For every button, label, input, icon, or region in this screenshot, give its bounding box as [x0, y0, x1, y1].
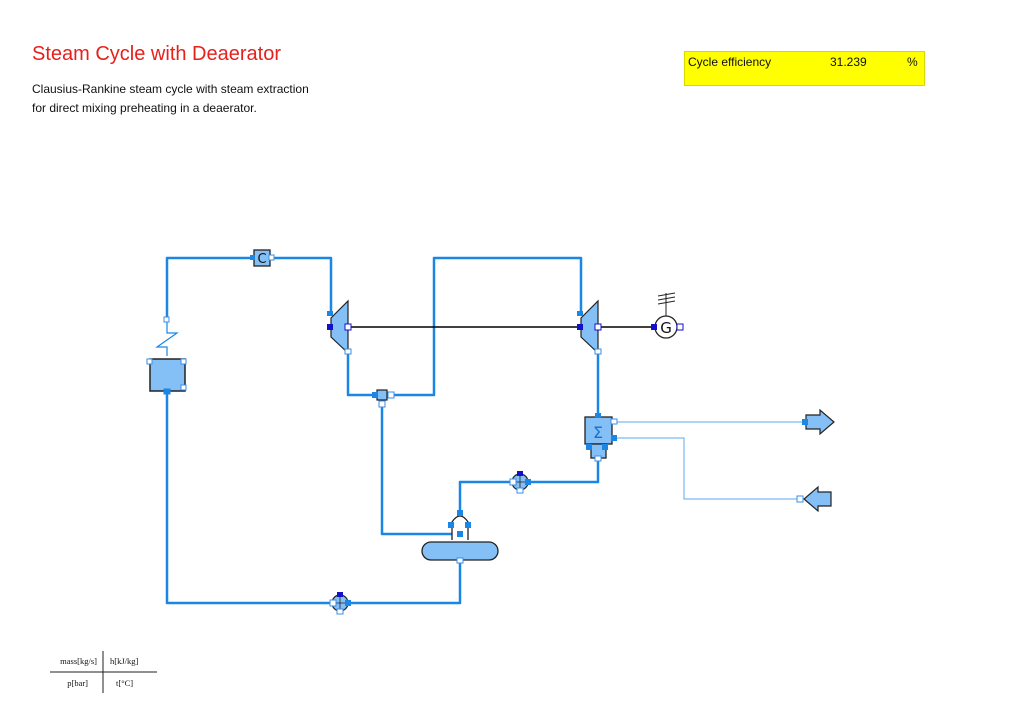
controller[interactable]: C	[250, 249, 275, 267]
legend-mass: mass[kg/s]	[60, 656, 97, 666]
cycle-efficiency-unit: %	[907, 55, 918, 69]
pipe-hp-exhaust[interactable]	[346, 352, 376, 397]
pipe-extraction[interactable]	[380, 405, 459, 536]
feed-pump[interactable]	[329, 592, 351, 615]
arrow-left-icon	[803, 485, 832, 513]
lp-turbine[interactable]	[577, 299, 602, 355]
cycle-efficiency-label: Cycle efficiency	[688, 55, 772, 69]
pipe-feedwater-2[interactable]	[165, 391, 332, 605]
legend-temperature: t[°C]	[116, 678, 133, 688]
cooling-water-lines	[614, 421, 806, 500]
pipe-cooling-in[interactable]	[614, 437, 802, 500]
deaerator[interactable]	[421, 510, 499, 564]
page-title: Steam Cycle with Deaerator	[32, 43, 281, 65]
page-description: Clausius-Rankine steam cycle with steam …	[32, 80, 309, 118]
boiler[interactable]	[146, 316, 187, 395]
controller-label: C	[257, 252, 266, 267]
legend: mass[kg/s] h[kJ/kg] p[bar] t[°C]	[50, 651, 157, 693]
pipe-condensate[interactable]	[528, 456, 600, 484]
cycle-efficiency-display[interactable]: Cycle efficiency 31.239 %	[684, 51, 925, 86]
arrow-right-icon	[805, 408, 835, 436]
condensate-pump[interactable]	[509, 471, 531, 494]
grid-connection-icon	[657, 292, 676, 316]
cooling-water-outlet[interactable]	[802, 408, 835, 436]
legend-pressure: p[bar]	[67, 678, 88, 688]
pipe-feedwater[interactable]	[348, 560, 462, 605]
pipes	[165, 256, 600, 605]
description-line-2: for direct mixing preheating in a deaera…	[32, 101, 257, 115]
splitter[interactable]	[372, 389, 395, 408]
condenser[interactable]: Σ	[584, 413, 618, 462]
description-line-1: Clausius-Rankine steam cycle with steam …	[32, 82, 309, 96]
pipe-lp-inlet[interactable]	[391, 256, 583, 397]
pipe-live-steam-2[interactable]	[270, 256, 333, 314]
superheater-coil-icon	[155, 321, 179, 356]
condenser-sigma-icon: Σ	[593, 423, 603, 442]
pipe-live-steam[interactable]	[165, 256, 254, 321]
pipe-condensate-2[interactable]	[458, 480, 512, 513]
hp-turbine[interactable]	[327, 299, 352, 355]
legend-enthalpy: h[kJ/kg]	[110, 656, 139, 666]
generator-label: G	[660, 319, 672, 337]
generator[interactable]: G	[651, 292, 684, 339]
cooling-water-inlet[interactable]	[796, 485, 832, 513]
superheater[interactable]	[155, 321, 179, 356]
cycle-efficiency-value: 31.239	[830, 55, 867, 69]
